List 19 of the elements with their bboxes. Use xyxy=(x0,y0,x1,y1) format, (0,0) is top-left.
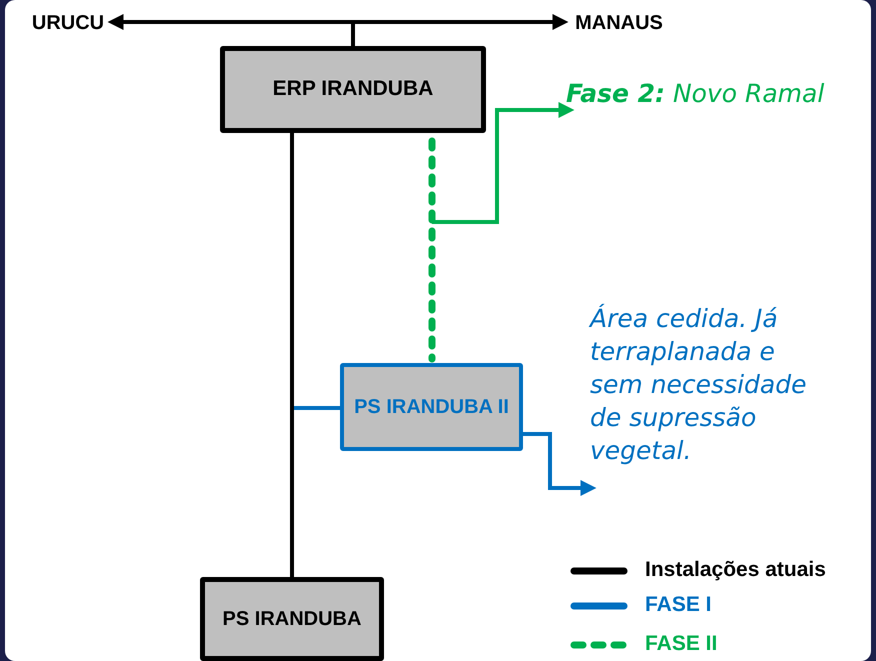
legend-label: Instalações atuais xyxy=(645,558,826,582)
station-label: PS IRANDUBA II xyxy=(353,394,510,420)
station-box xyxy=(340,363,523,451)
arrow xyxy=(523,432,596,496)
area-note: Área cedida. Já terraplanada e sem necessidade de supressão vegetal. xyxy=(590,302,808,466)
place-label: MANAUS xyxy=(575,10,663,36)
station-label: ERP IRANDUBA xyxy=(272,76,434,102)
arrow xyxy=(432,102,574,224)
dashed-line xyxy=(428,138,436,362)
legend-label: FASE II xyxy=(645,632,718,656)
station-box xyxy=(200,577,384,661)
arrow xyxy=(351,14,568,46)
station-label: PS IRANDUBA xyxy=(222,606,362,632)
connector-line xyxy=(294,406,340,410)
connector-line xyxy=(290,133,294,577)
station-box xyxy=(220,46,486,133)
legend-label: FASE I xyxy=(645,593,712,617)
place-label: URUCU xyxy=(32,10,104,36)
phase-note: Fase 2: Novo Ramal xyxy=(566,78,824,110)
